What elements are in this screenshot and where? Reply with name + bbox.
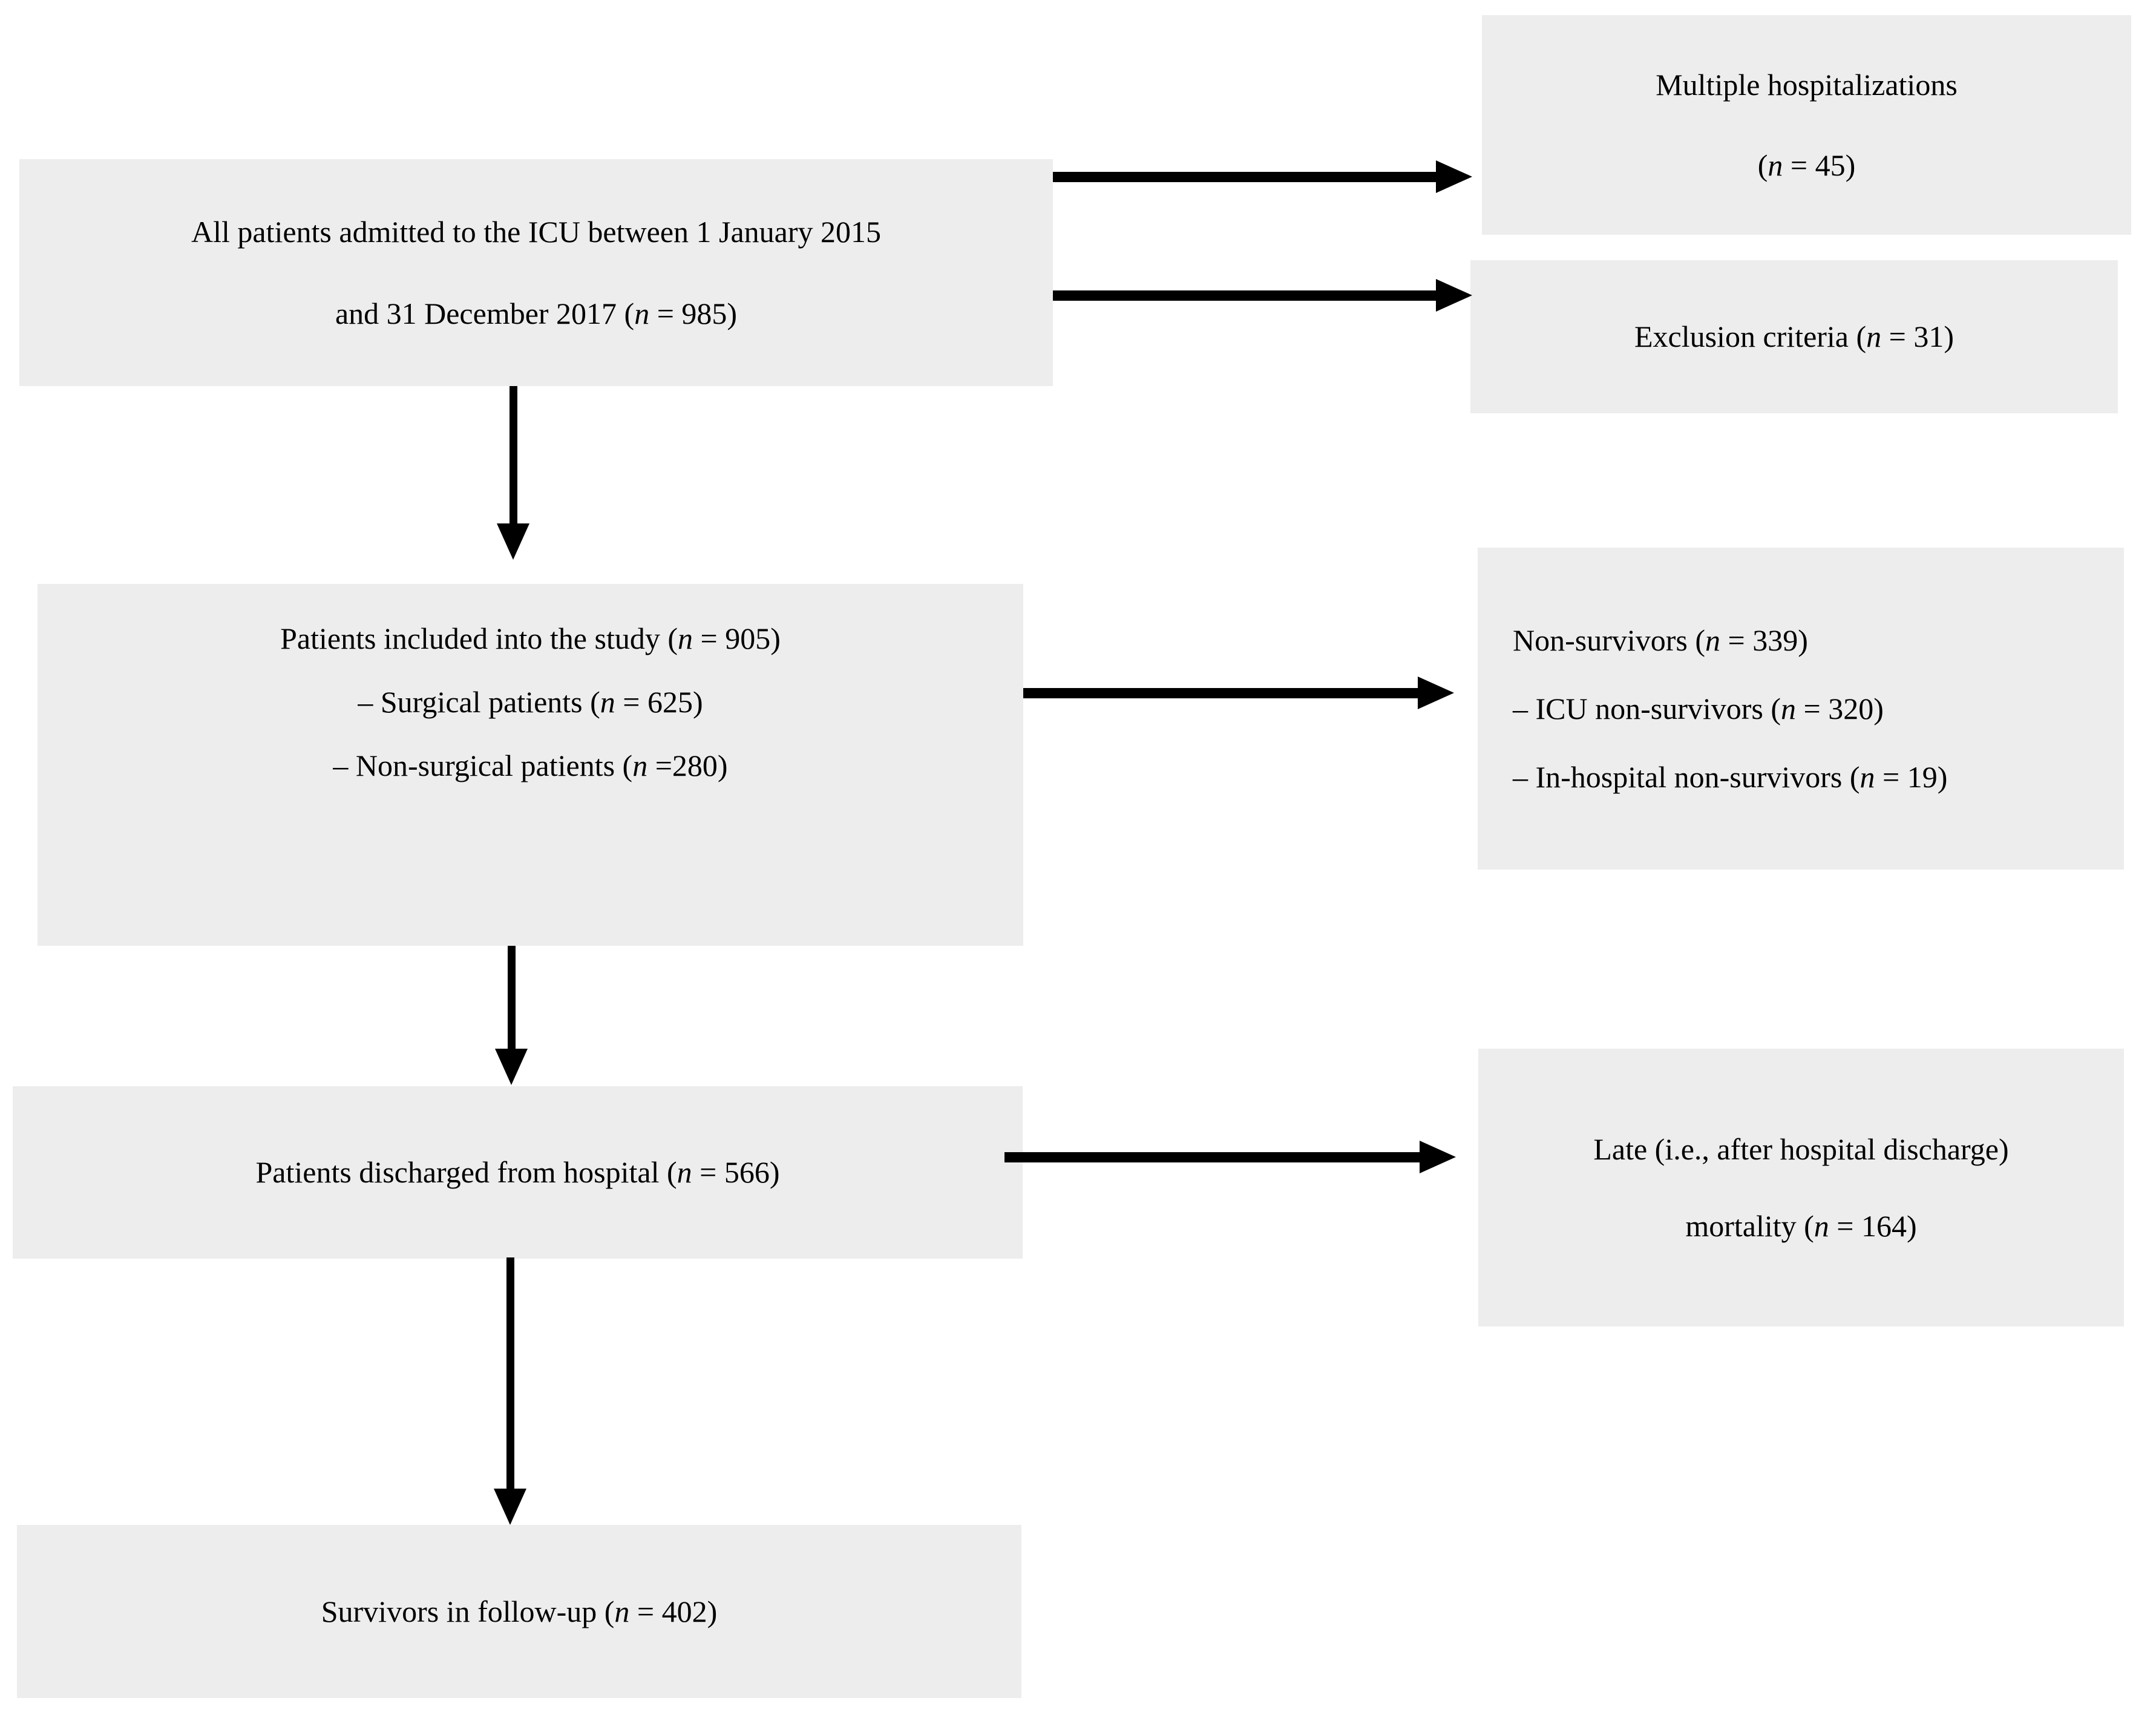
box-included: Patients included into the study (n = 90… — [38, 584, 1023, 946]
arrow-shaft — [508, 946, 516, 1050]
box-all-patients-line-2: and 31 December 2017 (n = 985) — [335, 296, 738, 330]
arrow-head — [1420, 1141, 1456, 1173]
box-included-line-1: Patients included into the study (n = 90… — [280, 621, 781, 655]
box-non-survivors-line-2: – ICU non-survivors (n = 320) — [1513, 691, 1884, 726]
box-multiple-hospitalizations-line-1: Multiple hospitalizations — [1656, 67, 1958, 102]
arrow-head — [1418, 677, 1454, 709]
arrow-shaft — [506, 1257, 514, 1490]
box-multiple-hospitalizations-line-2: (n = 45) — [1757, 148, 1856, 182]
arrow-head — [1436, 160, 1472, 193]
box-late-mortality-line-2: mortality (n = 164) — [1685, 1208, 1917, 1243]
box-all-patients-line-1: All patients admitted to the ICU between… — [191, 214, 881, 249]
box-late-mortality-line-1: Late (i.e., after hospital discharge) — [1593, 1132, 2009, 1166]
box-survivors: Survivors in follow-up (n = 402) — [17, 1525, 1021, 1698]
box-survivors-line-1: Survivors in follow-up (n = 402) — [321, 1594, 718, 1628]
box-all-patients: All patients admitted to the ICU between… — [19, 159, 1053, 386]
arrow-head — [495, 1049, 528, 1085]
arrow-head — [1436, 279, 1472, 312]
box-exclusion-criteria: Exclusion criteria (n = 31) — [1470, 260, 2118, 413]
arrow-shaft — [1004, 1152, 1421, 1162]
arrow-shaft — [1053, 290, 1438, 301]
arrow-shaft — [510, 386, 517, 525]
box-multiple-hospitalizations: Multiple hospitalizations (n = 45) — [1482, 15, 2131, 235]
arrow-shaft — [1053, 172, 1438, 182]
arrow-shaft — [1023, 688, 1420, 698]
box-exclusion-criteria-line-1: Exclusion criteria (n = 31) — [1634, 320, 1954, 353]
arrow-head — [497, 523, 529, 560]
box-discharged-line-1: Patients discharged from hospital (n = 5… — [255, 1155, 780, 1189]
box-non-survivors-line-1: Non-survivors (n = 339) — [1513, 623, 1808, 657]
box-non-survivors-line-3: – In-hospital non-survivors (n = 19) — [1513, 759, 1948, 794]
box-late-mortality: Late (i.e., after hospital discharge) mo… — [1478, 1049, 2124, 1326]
box-included-line-3: – Non-surgical patients (n =280) — [333, 749, 728, 782]
box-non-survivors: Non-survivors (n = 339) – ICU non-surviv… — [1478, 548, 2124, 870]
box-included-line-2: – Surgical patients (n = 625) — [358, 685, 703, 719]
arrow-head — [494, 1489, 526, 1525]
box-discharged: Patients discharged from hospital (n = 5… — [13, 1086, 1023, 1259]
